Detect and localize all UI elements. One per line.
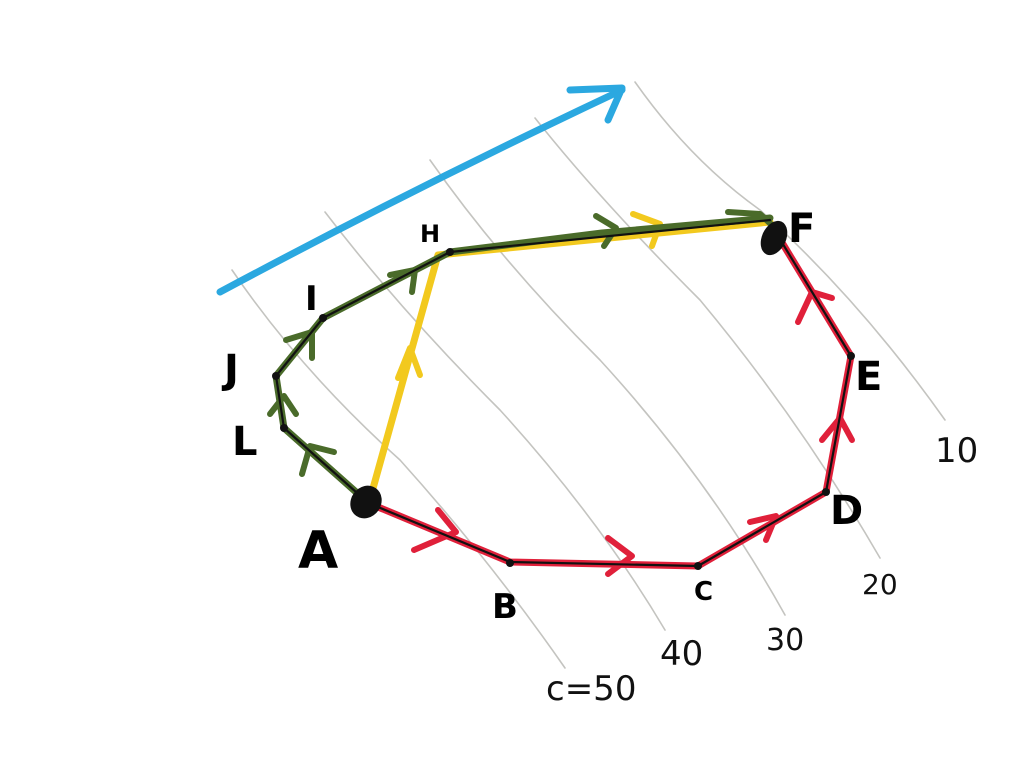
red-path: [362, 232, 855, 577]
contour-label-40: 40: [660, 634, 703, 674]
node-label-e: E: [855, 354, 882, 400]
node-label-c: C: [694, 577, 713, 607]
yellow-arrow-chevron-1: [395, 345, 423, 381]
contour-line-50: [231, 269, 566, 669]
outline-upper: [274, 218, 772, 502]
node-i-dot: [319, 314, 327, 322]
node-label-h: H: [420, 220, 440, 248]
long-arrow-up-right-icon: [216, 86, 626, 296]
node-a-dot: [350, 485, 382, 519]
yellow-arrow-chevron-2: [630, 211, 663, 249]
node-labels: A B C D E F H I J L: [221, 206, 882, 627]
node-e-dot: [847, 352, 855, 360]
gradient-arrow: [216, 84, 626, 296]
red-arrow-chevron-3: [747, 513, 779, 543]
yellow-path: [368, 211, 774, 496]
node-j-dot: [272, 372, 280, 380]
contour-label-10: 10: [935, 431, 978, 471]
node-label-f: F: [788, 206, 815, 252]
red-arrow-chevron-1: [411, 507, 459, 553]
node-l-dot: [280, 424, 288, 432]
green-arrow-chevron-1: [299, 443, 337, 477]
green-path-line: [272, 214, 774, 504]
node-d-dot: [822, 488, 830, 496]
outline-lower: [364, 234, 853, 568]
arrow-head: [566, 84, 626, 124]
node-h-dot: [446, 248, 454, 256]
contour-label-20: 20: [862, 568, 898, 601]
node-dots: [272, 220, 855, 570]
node-label-b: B: [492, 587, 518, 627]
node-c-dot: [694, 562, 702, 570]
green-arrow-chevron-6: [725, 209, 778, 231]
node-label-i: I: [305, 279, 318, 319]
node-label-l: L: [232, 419, 258, 465]
contour-label-30: 30: [766, 623, 804, 658]
node-label-d: D: [830, 488, 863, 534]
contour-labels: 10 20 30 40 c=50: [546, 431, 978, 709]
green-path: [267, 209, 778, 504]
contour-line-30: [429, 159, 786, 616]
node-label-j: J: [221, 347, 239, 393]
contour-label-50: c=50: [546, 669, 636, 709]
outline-path: [274, 218, 853, 568]
contour-lines: [231, 81, 946, 669]
node-f-dot: [760, 220, 788, 256]
green-arrow-chevron-2: [267, 393, 299, 417]
node-b-dot: [506, 559, 514, 567]
green-arrow-chevron-5: [593, 213, 619, 249]
node-label-a: A: [298, 521, 338, 581]
red-arrow-chevron-2: [605, 535, 635, 577]
